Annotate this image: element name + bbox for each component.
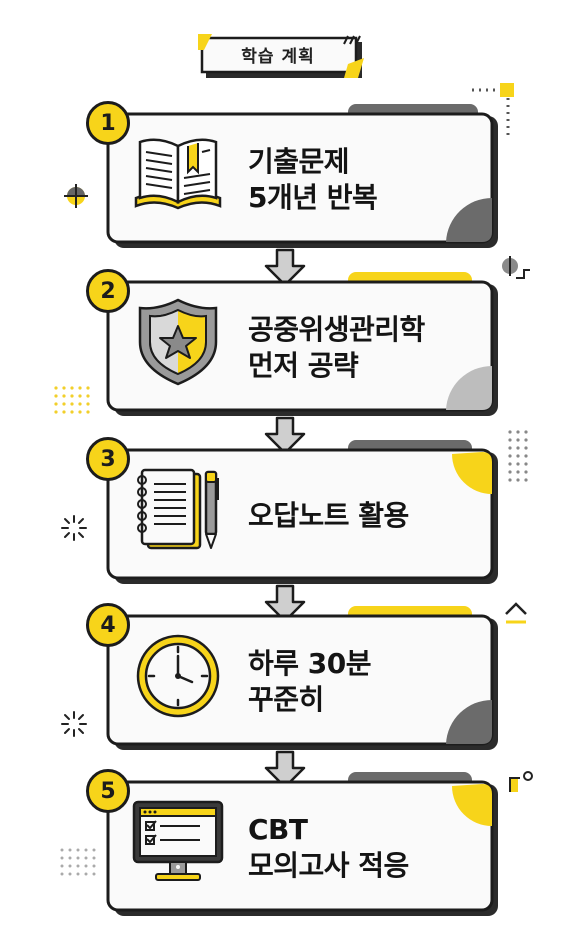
sparkle-decoration (61, 515, 87, 541)
down-arrow-icon (264, 584, 306, 623)
corner-circle-decoration (509, 771, 533, 792)
sparkle-decoration-2 (61, 711, 87, 737)
step-title-line1: 공중위생관리학 (248, 313, 425, 346)
step-title: 오답노트 활용 (248, 434, 468, 584)
dotted-corner-decoration (472, 83, 514, 136)
step-number-badge: 5 (86, 769, 130, 813)
step-title-line1: CBT (248, 813, 308, 846)
dot-grid-gray-decoration-2 (60, 848, 96, 876)
step-number-badge: 1 (86, 101, 130, 145)
step-number-badge: 4 (86, 603, 130, 647)
step-title-line2: 모의고사 적응 (248, 849, 409, 882)
step-title: CBT 모의고사 적응 (248, 766, 468, 916)
step-number-badge: 2 (86, 269, 130, 313)
step-title: 공중위생관리학 먼저 공략 (248, 266, 468, 416)
step-title-line2: 먼저 공략 (248, 349, 359, 382)
circle-line-decoration (502, 256, 530, 279)
header-tag: 학습 계획 (198, 34, 366, 78)
step-card-5: 5 CBT 모의고사 적응 (78, 766, 498, 916)
down-arrow-icon (264, 750, 306, 789)
step-title-line2: 5개년 반복 (248, 181, 378, 214)
down-arrow-icon (264, 248, 306, 287)
computer-checklist-icon (132, 800, 224, 881)
step-title-line1: 하루 30분 (248, 647, 372, 680)
step-card-3: 3 오답노트 활용 (78, 434, 498, 584)
shield-star-icon (138, 298, 218, 386)
step-number-badge: 3 (86, 437, 130, 481)
dot-grid-gray-decoration (508, 430, 528, 482)
page-title: 학습 계획 (241, 46, 315, 67)
step-card-2: 2 공중위생관리학 먼저 공략 (78, 266, 498, 416)
chevron-up-decoration (505, 602, 527, 624)
step-card-4: 4 하루 30분 꾸준히 (78, 600, 498, 750)
step-title-line2: 꾸준히 (248, 683, 324, 716)
step-card-1: 1 기출문제 5개년 반복 (78, 98, 498, 248)
step-title-line1: 오답노트 활용 (248, 499, 409, 532)
dot-grid-yellow-decoration (54, 386, 90, 414)
step-title: 기출문제 5개년 반복 (248, 98, 468, 248)
down-arrow-icon (264, 416, 306, 455)
half-circle-cross-decoration (64, 184, 88, 208)
notebook-pen-icon (137, 468, 219, 550)
step-title-line1: 기출문제 (248, 145, 350, 178)
open-book-icon (134, 138, 222, 210)
clock-icon (136, 634, 220, 718)
step-title: 하루 30분 꾸준히 (248, 600, 468, 750)
